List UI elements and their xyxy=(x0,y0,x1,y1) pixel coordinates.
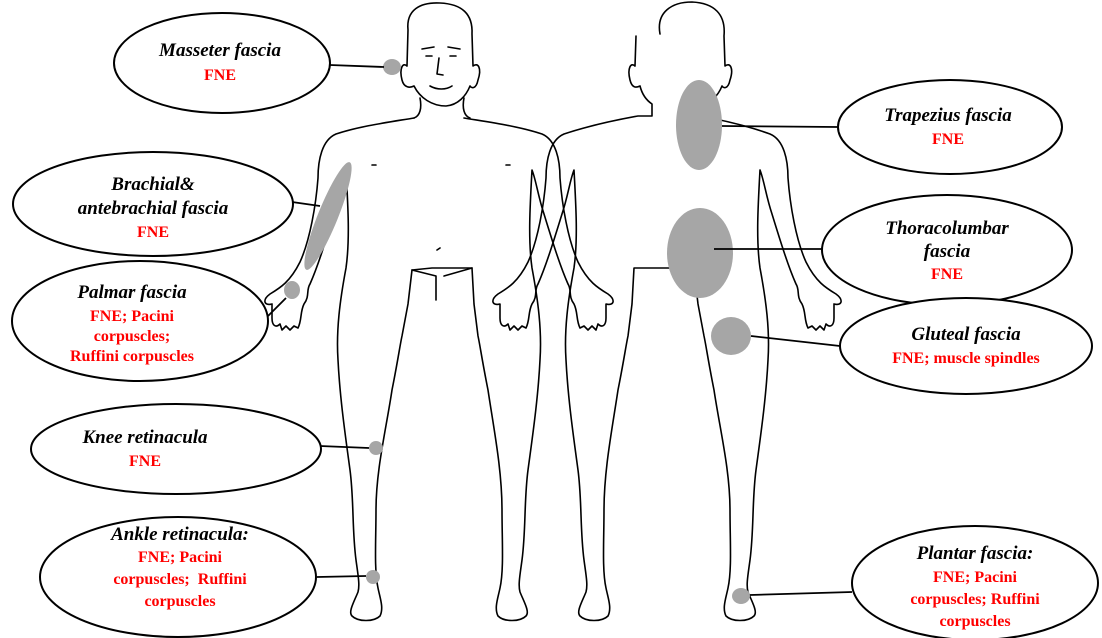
label-trapezius-name: Trapezius fascia xyxy=(884,105,1012,126)
connector-lines xyxy=(268,65,852,595)
label-plantar-receptors-line1: FNE; Pacini xyxy=(933,569,1018,586)
label-palmar-name: Palmar fascia xyxy=(76,282,187,303)
label-brachial-name-line1: Brachial& xyxy=(110,174,195,195)
label-gluteal-name: Gluteal fascia xyxy=(911,324,1021,345)
label-thoracolumbar-name-line2: fascia xyxy=(924,241,971,262)
connector-plantar xyxy=(750,592,852,595)
marker-knee xyxy=(369,441,383,455)
label-masseter-name: Masseter fascia xyxy=(158,40,281,61)
back-body-figure xyxy=(493,2,841,621)
marker-thoracolumbar xyxy=(667,208,733,298)
label-palmar-receptors-line3: Ruffini corpuscles xyxy=(70,348,194,365)
connector-trapezius xyxy=(722,126,838,127)
label-plantar-name: Plantar fascia: xyxy=(916,543,1034,564)
label-plantar-receptors-line2: corpuscles; Ruffini xyxy=(910,591,1040,608)
bubble-masseter xyxy=(114,13,330,113)
connector-gluteal xyxy=(751,336,840,346)
label-palmar-receptors-line2: corpuscles; xyxy=(94,328,170,345)
bubble-knee xyxy=(31,404,321,494)
label-ankle-name: Ankle retinacula: xyxy=(110,524,249,545)
label-ankle-receptors-line3: corpuscles xyxy=(144,593,215,610)
marker-masseter xyxy=(383,59,401,75)
label-masseter-receptors: FNE xyxy=(204,67,236,84)
label-trapezius-receptors: FNE xyxy=(932,131,964,148)
marker-palmar xyxy=(284,281,300,299)
connector-knee xyxy=(320,446,369,448)
marker-trapezius xyxy=(676,80,722,170)
label-ankle-receptors-line2: corpuscles; Ruffini xyxy=(113,571,247,588)
marker-brachial xyxy=(297,158,359,273)
connector-ankle xyxy=(317,576,366,577)
connector-palmar xyxy=(268,298,286,316)
label-brachial-receptors: FNE xyxy=(137,224,169,241)
marker-ankle xyxy=(366,570,380,584)
label-gluteal-receptors: FNE; muscle spindles xyxy=(892,350,1040,367)
label-knee-receptors: FNE xyxy=(129,453,161,470)
marker-plantar xyxy=(732,588,750,604)
marker-gluteal xyxy=(711,317,751,355)
label-thoracolumbar-name-line1: Thoracolumbar xyxy=(885,218,1009,239)
bubble-trapezius xyxy=(838,80,1062,174)
label-plantar-receptors-line3: corpuscles xyxy=(939,613,1010,630)
bubble-gluteal xyxy=(840,298,1092,394)
label-palmar-receptors-line1: FNE; Pacini xyxy=(90,308,175,325)
label-thoracolumbar-receptors: FNE xyxy=(931,266,963,283)
label-brachial-name-line2: antebrachial fascia xyxy=(78,198,229,219)
label-knee-name: Knee retinacula xyxy=(81,427,208,448)
connector-masseter xyxy=(330,65,384,67)
label-ankle-receptors-line1: FNE; Pacini xyxy=(138,549,223,566)
front-body-figure xyxy=(265,3,613,621)
